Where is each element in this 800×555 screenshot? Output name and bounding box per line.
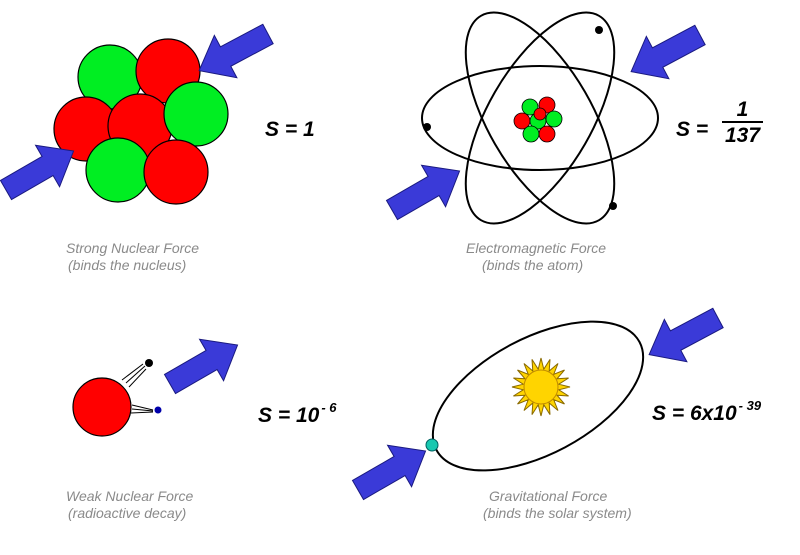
grav-caption-line1: Gravitational Force [489, 488, 608, 504]
orbit [431, 320, 645, 472]
grav-formula-exponent: - 39 [738, 398, 762, 413]
weak-caption: Weak Nuclear Force (radioactive decay) [66, 488, 193, 522]
arrow-icon [345, 429, 439, 512]
neutrino-icon [154, 406, 162, 414]
weak-caption-line1: Weak Nuclear Force [66, 488, 194, 504]
weak-formula: S = 10- 6 [258, 400, 336, 428]
decay-trails [121, 363, 154, 414]
em-fraction: 1 137 [722, 98, 764, 147]
planet-icon [425, 438, 439, 452]
arrow-icon [157, 323, 251, 406]
electron-icon [423, 26, 617, 210]
neutron [85, 137, 151, 203]
proton [143, 139, 209, 205]
arrow-icon [187, 12, 280, 93]
em-numerator: 1 [736, 98, 749, 121]
strong-formula: S = 1 [265, 118, 315, 141]
strong-nucleus-icon [53, 38, 229, 205]
strong-caption-line2: (binds the nucleus) [68, 257, 187, 273]
weak-nucleus-icon [72, 377, 132, 437]
weak-formula-exponent: - 6 [321, 400, 337, 415]
weak-caption-line2: (radioactive decay) [68, 505, 187, 521]
strong-caption-line1: Strong Nuclear Force [66, 240, 200, 256]
arrow-icon [619, 13, 712, 94]
atom-nucleus-icon [513, 96, 563, 143]
em-caption: Electromagnetic Force (binds the atom) [466, 240, 606, 274]
electron-icon [145, 359, 153, 367]
strong-caption: Strong Nuclear Force (binds the nucleus) [66, 240, 199, 274]
em-formula-prefix: S = [676, 118, 709, 141]
weak-formula-base: S = 10 [258, 404, 320, 427]
sun-icon [511, 357, 571, 417]
atom-icon [421, 11, 659, 225]
arrow-icon [637, 296, 730, 377]
em-caption-line2: (binds the atom) [482, 257, 584, 273]
grav-caption: Gravitational Force (binds the solar sys… [483, 488, 632, 522]
grav-formula: S = 6x10- 39 [652, 398, 761, 426]
em-caption-line1: Electromagnetic Force [466, 240, 607, 256]
grav-caption-line2: (binds the solar system) [483, 505, 632, 521]
neutron [163, 81, 229, 147]
arrow-icon [379, 149, 473, 232]
em-denominator: 137 [722, 121, 764, 147]
grav-formula-base: S = 6x10 [652, 402, 737, 425]
